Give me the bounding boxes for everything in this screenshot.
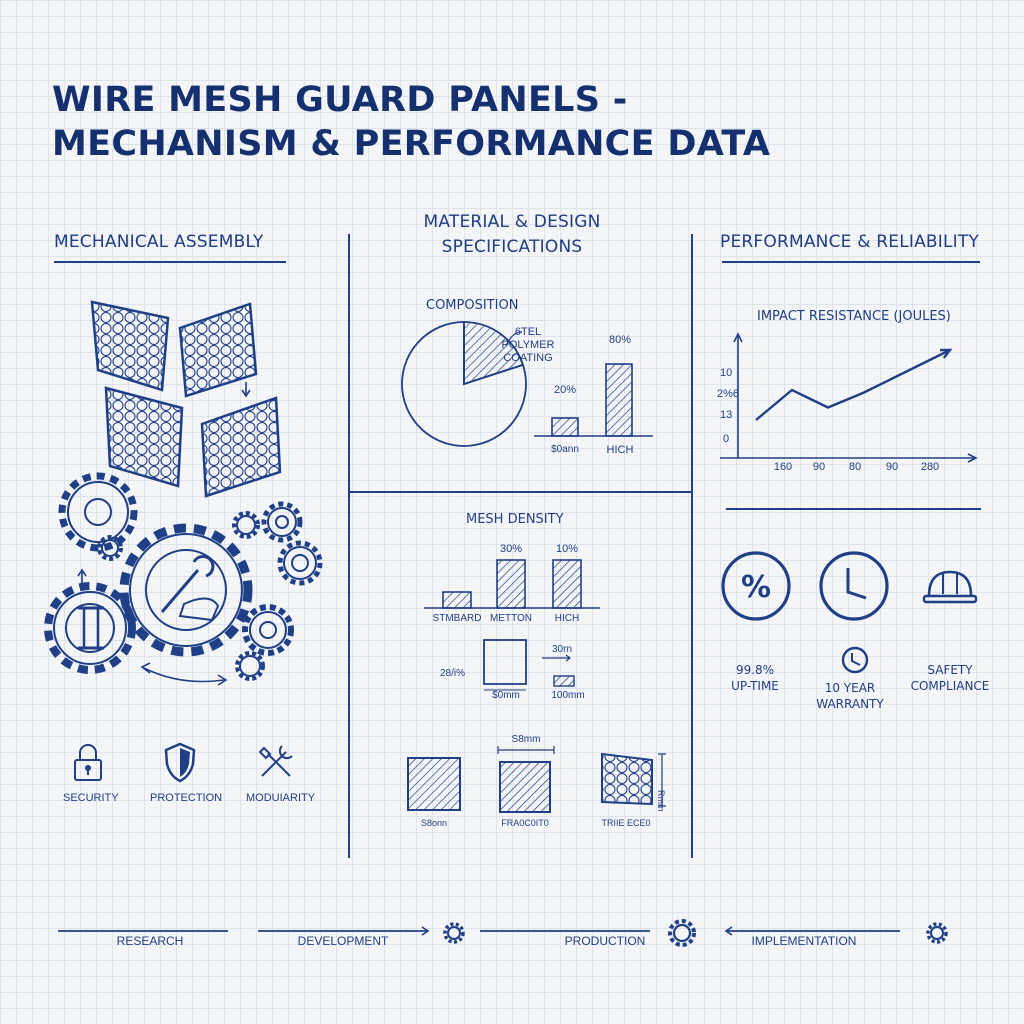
pie-slice xyxy=(463,321,525,386)
mesh-density-chart xyxy=(424,559,600,609)
assembly-features: SECURITY PROTECTION MODUIARITY xyxy=(60,740,340,820)
pie-label-line-2: POLYMER xyxy=(501,339,555,351)
sample-square-2 xyxy=(499,761,551,813)
security-label: SECURITY xyxy=(63,792,119,804)
impact-y-tick-4: 0 xyxy=(723,433,730,445)
composition-chart xyxy=(401,321,653,447)
mesh-samples xyxy=(407,746,666,813)
protection-label: PROTECTION xyxy=(150,792,223,804)
column-divider-right xyxy=(691,234,693,858)
uptime-label: UP-TIME xyxy=(731,679,779,693)
timeline-stage-production: PRODUCTION xyxy=(564,934,646,948)
composition-bar xyxy=(551,417,579,437)
impact-resistance-chart xyxy=(720,332,978,463)
composition-heading: COMPOSITION xyxy=(426,298,519,313)
material-heading-line-1: MATERIAL & DESIGN xyxy=(423,212,601,232)
pie-label-line-3: COATING xyxy=(503,352,553,364)
modularity-label: MODUIARITY xyxy=(246,792,316,804)
impact-line-path xyxy=(755,348,951,421)
sample-top-dimension: S8mm xyxy=(511,734,541,745)
performance-heading: PERFORMANCE & RELIABILITY xyxy=(720,232,980,252)
composition-bar-value-1: 20% xyxy=(553,384,577,396)
sample-square-1 xyxy=(407,757,461,811)
dimension-left-label: 28/i% xyxy=(440,668,466,679)
hard-hat-icon xyxy=(922,570,978,604)
density-bar xyxy=(552,559,582,609)
gear-cluster-icon xyxy=(44,472,323,686)
pie-slice xyxy=(401,321,527,447)
composition-bar-category-1: $0ann xyxy=(551,444,579,455)
impact-y-tick-3: 13 xyxy=(720,409,733,421)
impact-heading: IMPACT RESISTANCE (JOULES) xyxy=(757,309,951,324)
density-bar xyxy=(442,591,472,609)
warranty-label: 10 YEAR WARRANTY xyxy=(816,681,884,711)
safety-stat: SAFETY COMPLIANCE xyxy=(910,662,990,694)
impact-x-tick-2: 90 xyxy=(812,461,826,473)
impact-x-tick-1: 160 xyxy=(773,461,793,473)
dimension-bottom-right-label: 100mm xyxy=(551,690,585,701)
page-title-line-1: WIRE MESH GUARD PANELS - xyxy=(52,80,628,120)
impact-y-tick-2: 2%6 xyxy=(717,388,740,400)
percent-icon: % xyxy=(721,551,791,621)
composition-bar xyxy=(605,363,633,437)
timeline-gear-icon xyxy=(443,919,948,947)
uptime-value: 99.8% xyxy=(735,663,775,677)
mesh-panel-icon xyxy=(90,300,282,498)
mesh-dimension-diagram xyxy=(483,639,575,691)
wrench-screwdriver-icon xyxy=(258,745,293,777)
pie-label-line-1: 6TEL xyxy=(514,326,542,338)
sample-side-dimension: Rmm xyxy=(656,790,666,812)
impact-x-tick-3: 80 xyxy=(848,461,862,473)
sample-label-3: TRIIE ECE0 xyxy=(601,818,651,828)
density-bars xyxy=(442,559,582,609)
sample-mesh-3 xyxy=(601,752,653,806)
assembly-heading: MECHANICAL ASSEMBLY xyxy=(54,232,264,252)
dimension-right-top-label: 30rn xyxy=(552,644,573,655)
page-title-line-2: MECHANISM & PERFORMANCE DATA xyxy=(52,124,771,164)
composition-pie xyxy=(401,321,527,447)
impact-x-tick-4: 90 xyxy=(885,461,899,473)
density-bar xyxy=(496,559,526,609)
performance-section-divider xyxy=(726,508,981,510)
assembly-heading-rule xyxy=(54,261,286,263)
column-divider-left xyxy=(348,234,350,858)
impact-x-tick-5: 280 xyxy=(920,461,940,473)
material-heading-line-2: SPECIFICATIONS xyxy=(441,237,583,257)
mechanical-assembly-illustration xyxy=(44,300,323,686)
svg-text:%: % xyxy=(741,570,771,605)
page-title: WIRE MESH GUARD PANELS - MECHANISM & PER… xyxy=(52,78,771,166)
safety-label-line-2: COMPLIANCE xyxy=(910,679,990,693)
density-category-1: STMBARD xyxy=(432,613,482,624)
sample-label-1: S8onn xyxy=(420,818,448,828)
middle-section-divider xyxy=(350,491,693,493)
safety-label-line-1: SAFETY xyxy=(927,663,973,677)
timeline-stage-research: RESEARCH xyxy=(116,934,184,948)
performance-heading-rule xyxy=(722,261,980,263)
assembly-arrow-icon xyxy=(241,382,251,398)
composition-bar-category-2: HICH xyxy=(606,444,634,456)
padlock-icon xyxy=(74,744,102,781)
material-heading: MATERIAL & DESIGN SPECIFICATIONS xyxy=(423,210,600,260)
uptime-stat: 99.8% UP-TIME xyxy=(715,662,795,694)
mesh-density-heading: MESH DENSITY xyxy=(466,512,564,527)
small-clock-icon xyxy=(841,646,869,674)
shield-icon xyxy=(164,742,196,783)
composition-bar-value-2: 80% xyxy=(608,334,632,346)
composition-bars xyxy=(551,363,633,437)
timeline-stage-implementation: IMPLEMENTATION xyxy=(751,934,857,948)
impact-y-tick-1: 10 xyxy=(720,367,733,379)
sample-label-2: FRA0C0IT0 xyxy=(501,818,549,828)
density-value-label-2: 10% xyxy=(555,543,579,555)
dimension-bottom-mid-label: $0mm xyxy=(492,690,520,701)
process-timeline xyxy=(58,919,948,947)
density-category-3: HICH xyxy=(554,613,580,624)
density-category-2: METTON xyxy=(489,613,533,624)
pie-slice-label: 6TEL POLYMER COATING xyxy=(502,326,555,365)
clock-icon xyxy=(819,551,889,621)
density-value-label-1: 30% xyxy=(499,543,523,555)
timeline-stage-development: DEVELOPMENT xyxy=(297,934,389,948)
impact-series-line xyxy=(755,348,953,421)
